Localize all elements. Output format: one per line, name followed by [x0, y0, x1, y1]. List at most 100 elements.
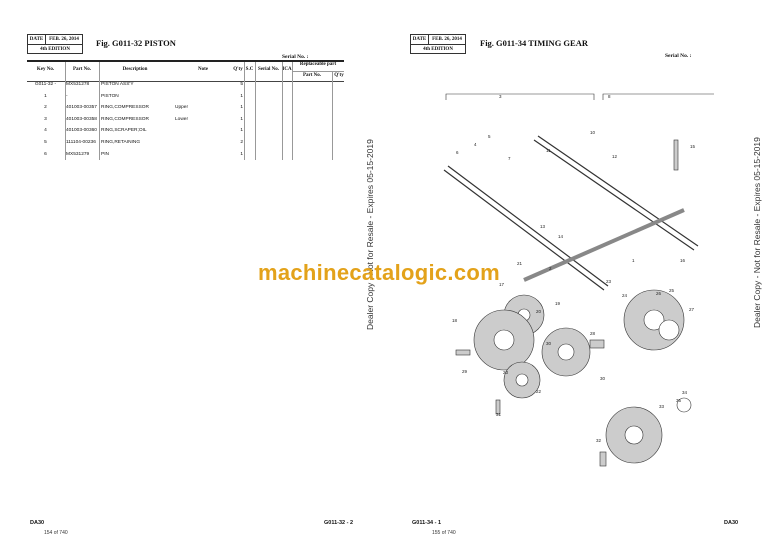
- callout-number: 3: [499, 94, 502, 99]
- header-rep-qty: Q'ty: [334, 73, 344, 78]
- callout-number: 26: [656, 291, 662, 296]
- header-description: Description: [122, 67, 148, 72]
- callout-number: 2: [549, 266, 552, 271]
- cell-qty: 1: [240, 105, 243, 111]
- callout-number: 32: [596, 438, 602, 443]
- serial-label: Serial No. :: [282, 54, 309, 60]
- cell-note: Lower: [175, 116, 189, 122]
- cell-qty: 1: [240, 128, 243, 134]
- callout-number: 11: [546, 148, 551, 153]
- divider: [255, 62, 256, 160]
- cell-qty: 1: [240, 151, 243, 157]
- cell-description: RING,RETAINING: [101, 140, 141, 145]
- callout-number: 23: [606, 279, 612, 284]
- cell-key-no: 4: [44, 128, 47, 134]
- dealer-watermark: Dealer Copy - Not for Resale - Expires 0…: [752, 137, 762, 328]
- callout-number: 29: [462, 369, 468, 374]
- cell-part-no: 401003-00360: [66, 128, 97, 134]
- cell-description: RING,SCRAPER;OIL: [101, 128, 147, 134]
- edition: 4th EDITION: [40, 47, 70, 52]
- divider: [292, 71, 344, 72]
- cell-key-no: G011-32 -: [34, 82, 57, 87]
- divider: [244, 62, 245, 160]
- callout-number: 31: [496, 412, 502, 417]
- cell-description: PIN: [101, 151, 109, 157]
- cell-part-no: 111104-00236: [66, 140, 96, 145]
- callout-number: 6: [456, 150, 459, 155]
- divider: [332, 72, 333, 160]
- callout-number: 5: [488, 134, 491, 139]
- callout-number: 30: [546, 341, 552, 346]
- header-rule-bottom: [27, 81, 344, 82]
- callout-number: 19: [555, 301, 561, 306]
- date-label: DATE: [28, 35, 46, 44]
- cell-description: PISTON ASS'Y: [101, 82, 134, 87]
- callout-number: 34: [682, 390, 688, 395]
- cell-qty: 1: [240, 116, 243, 122]
- date-label: DATE: [411, 35, 429, 44]
- callout-number: 12: [612, 154, 618, 159]
- cell-key-no: 6: [44, 151, 47, 157]
- callout-number: 30: [600, 376, 606, 381]
- footer-page: 155 of 740: [432, 530, 456, 536]
- callout-number: 35: [676, 398, 682, 403]
- callout-number: 14: [558, 234, 564, 239]
- callout-number: 10: [590, 130, 596, 135]
- header-ica: ICA: [282, 67, 292, 72]
- callout-number: 24: [622, 293, 628, 298]
- date-value: FEB. 26, 2014: [49, 37, 79, 42]
- date-value: FEB. 26, 2014: [432, 37, 462, 42]
- header-replaceable: Replaceable part: [299, 62, 337, 67]
- divider: [292, 62, 293, 160]
- callout-number: 7: [508, 156, 511, 161]
- edition: 4th EDITION: [423, 47, 453, 52]
- dealer-watermark: Dealer Copy - Not for Resale - Expires 0…: [365, 139, 375, 330]
- divider: [282, 62, 283, 160]
- site-watermark: machinecatalogic.com: [258, 260, 500, 285]
- footer-code: G011-34 - 1: [412, 520, 442, 526]
- figure-title: Fig. G011-32 PISTON: [96, 38, 176, 48]
- cell-part-no: -: [66, 93, 68, 99]
- cell-qty: 1: [240, 93, 243, 99]
- callout-number: 21: [517, 261, 523, 266]
- callout-number: 8: [608, 94, 611, 99]
- cell-description: RING,COMPRESSOR: [101, 105, 149, 111]
- footer-model: DA30: [724, 520, 739, 526]
- callout-number: 25: [669, 288, 675, 293]
- footer-page: 154 of 740: [44, 530, 68, 536]
- header-part-no: Part No.: [72, 67, 92, 72]
- cell-qty: 2: [240, 140, 243, 145]
- serial-label: Serial No. :: [665, 53, 692, 59]
- cell-part-no: 401003-00357: [66, 105, 97, 111]
- header-rule: [27, 60, 344, 62]
- callout-number: 15: [690, 144, 696, 149]
- cell-description: PISTON: [101, 93, 119, 99]
- callout-number: 23: [503, 370, 509, 375]
- callout-number: 13: [540, 224, 546, 229]
- cell-part-no: 401003-00358: [66, 116, 97, 122]
- callout-number: 33: [659, 404, 665, 409]
- callout-number: 17: [499, 282, 505, 287]
- cell-part-no: MX531278: [66, 82, 90, 87]
- header-qty: Q'ty: [233, 67, 243, 72]
- footer-model: DA30: [30, 520, 45, 526]
- callout-number: 28: [590, 331, 596, 336]
- callout-number: 1: [632, 258, 635, 263]
- divider: [99, 62, 100, 160]
- cell-key-no: 3: [44, 116, 47, 122]
- cell-key-no: 1: [44, 93, 47, 99]
- callout-number: 27: [689, 307, 695, 312]
- header-key-no: Key No.: [36, 67, 55, 72]
- cell-key-no: 2: [44, 105, 47, 111]
- cell-qty: 5: [240, 82, 243, 87]
- cell-key-no: 5: [44, 140, 47, 145]
- cell-description: RING,COMPRESSOR: [101, 116, 149, 122]
- cell-part-no: MX531279: [66, 151, 90, 157]
- callout-number: 4: [474, 142, 477, 147]
- figure-title: Fig. G011-34 TIMING GEAR: [480, 38, 588, 48]
- callout-number: 20: [536, 309, 542, 314]
- header-sc: S.C: [245, 67, 254, 72]
- cell-note: Upper: [175, 105, 189, 111]
